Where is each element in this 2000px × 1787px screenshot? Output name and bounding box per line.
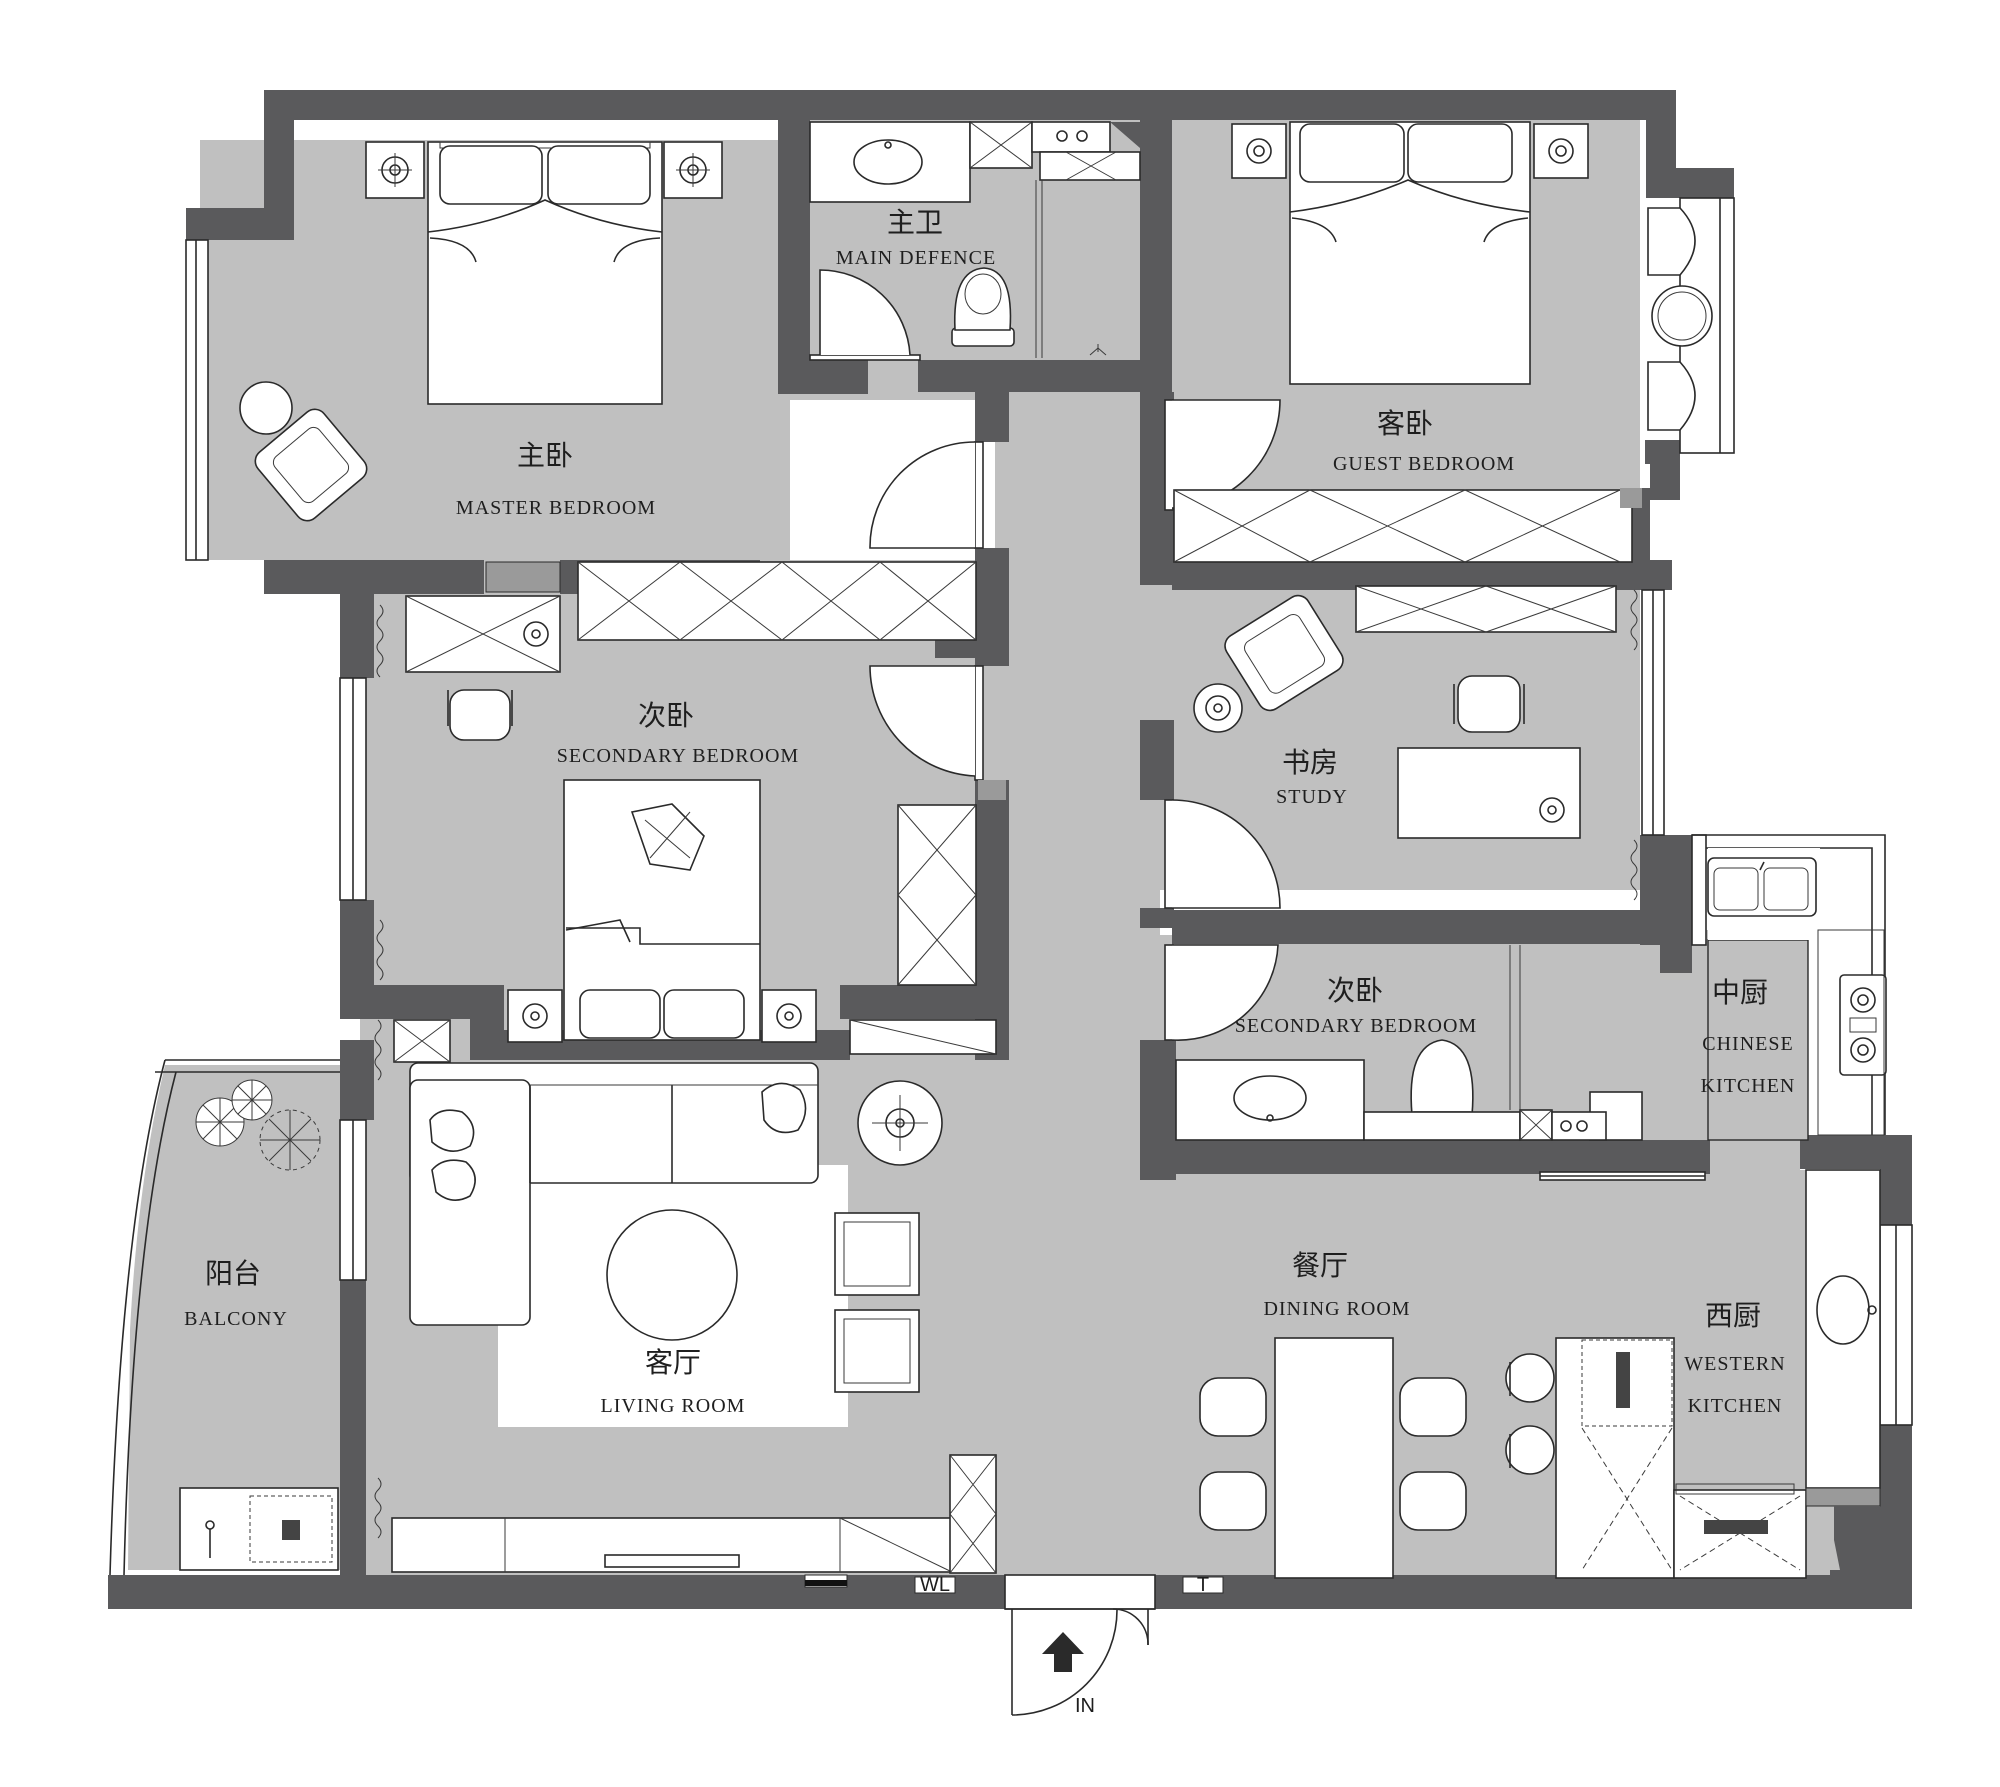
secondary-bath-en: SECONDARY BEDROOM [1235, 1015, 1477, 1037]
windows [109, 197, 1913, 1576]
living-curtain [374, 1019, 997, 1539]
master-bath-en: MAIN DEFENCE [836, 247, 996, 269]
western-kitchen-island [1505, 1337, 1675, 1579]
secondary-desk [405, 595, 561, 741]
study-desk [1397, 675, 1581, 839]
sofa [409, 1062, 819, 1326]
secondary-bed [563, 779, 761, 1041]
entrance-arrow-icon [1042, 1632, 1084, 1672]
wall-markers [914, 1576, 1224, 1594]
tv-marker: T [1197, 1574, 1209, 1596]
dining-room-zh: 餐厅 [1292, 1249, 1348, 1282]
coffee-table [606, 1209, 738, 1341]
study-curtain [1630, 589, 1638, 901]
western-kitchen-counter [1673, 1169, 1881, 1579]
study-en: STUDY [1276, 786, 1348, 808]
living-room-en: LIVING ROOM [601, 1395, 746, 1417]
guest-wardrobe [1173, 488, 1642, 563]
master-wardrobe [485, 561, 977, 641]
master-bath-zh: 主卫 [887, 206, 943, 239]
guest-nightstand-left [1231, 123, 1287, 179]
entrance-label: IN [1075, 1695, 1095, 1717]
master-bath-fixtures [809, 121, 1141, 358]
guest-nightstand-right [1533, 123, 1589, 179]
study-armchair [1193, 594, 1344, 733]
master-armchair [239, 381, 368, 522]
master-bedroom-en: MASTER BEDROOM [456, 497, 656, 519]
guest-window-seats [1647, 207, 1713, 431]
master-bed [427, 141, 663, 405]
chinese-kitchen-en-1: CHINESE [1702, 1033, 1793, 1055]
chinese-kitchen-en-2: KITCHEN [1701, 1075, 1796, 1097]
secondary-bedroom-en: SECONDARY BEDROOM [557, 745, 799, 767]
doors [809, 269, 1706, 1716]
secondary-bath-fixtures [1175, 945, 1553, 1141]
dining-table [1274, 1337, 1394, 1579]
balcony-zh: 阳台 [205, 1257, 261, 1290]
western-kitchen-zh: 西厨 [1705, 1299, 1761, 1332]
dining-room-en: DINING ROOM [1263, 1298, 1410, 1320]
living-armchairs [834, 1212, 920, 1393]
balcony-plants [195, 1079, 321, 1171]
secondary-bedroom-zh: 次卧 [638, 699, 694, 732]
study-zh: 书房 [1282, 746, 1338, 779]
chinese-kitchen-zh: 中厨 [1712, 976, 1768, 1009]
secondary-bath-zh: 次卧 [1327, 974, 1383, 1007]
chinese-kitchen-fixtures [1551, 848, 1887, 1141]
dining-chairs [1199, 1377, 1467, 1531]
wl-marker: WL [920, 1574, 950, 1596]
tv-cabinet [391, 1454, 997, 1588]
master-nightstand-right [663, 141, 723, 199]
guest-bedroom-en: GUEST BEDROOM [1333, 453, 1515, 475]
western-kitchen-en-2: KITCHEN [1688, 1395, 1783, 1417]
secondary-curtain [376, 604, 384, 981]
master-nightstand-left [365, 141, 425, 199]
master-bedroom-zh: 主卧 [517, 439, 573, 472]
balcony-laundry [179, 1487, 339, 1571]
living-side-table [857, 1080, 943, 1166]
guest-bed [1289, 121, 1531, 385]
western-kitchen-en-1: WESTERN [1684, 1353, 1785, 1375]
study-cabinet [1355, 585, 1617, 633]
secondary-wardrobe [897, 780, 1006, 986]
balcony-en: BALCONY [184, 1308, 288, 1330]
walls [108, 90, 1912, 1609]
living-room-zh: 客厅 [645, 1346, 701, 1379]
guest-bedroom-zh: 客卧 [1377, 407, 1433, 440]
secondary-nightstands [507, 989, 817, 1043]
